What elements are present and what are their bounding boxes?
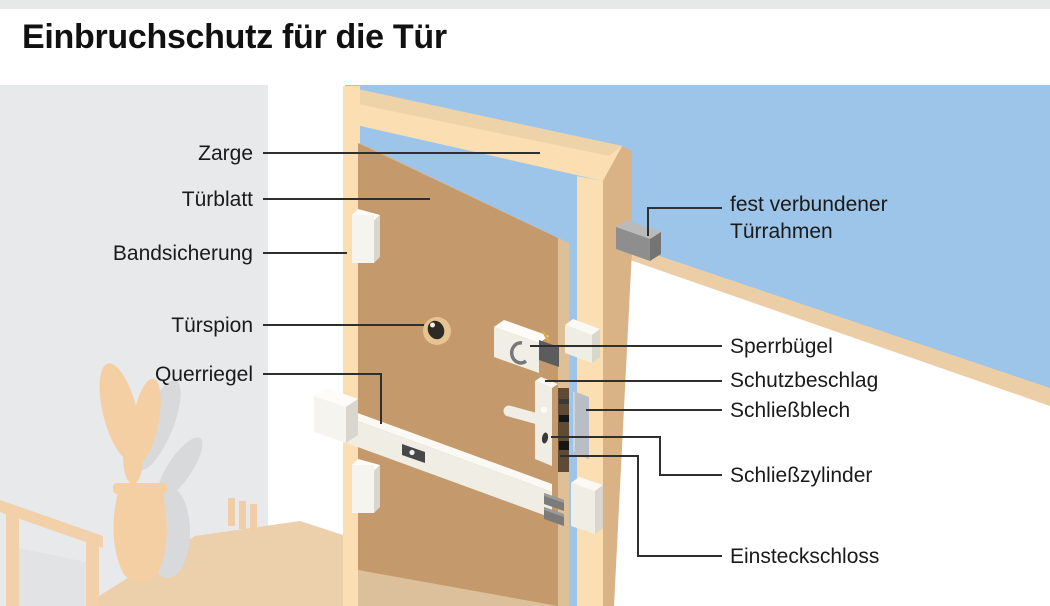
anchor-front <box>616 227 650 261</box>
peephole-tuerspion <box>423 317 451 345</box>
sperrbuegel-box-top <box>494 320 549 343</box>
vent-bar <box>239 501 246 529</box>
wall-vent <box>228 498 257 532</box>
bar-lock-front <box>314 396 346 443</box>
leader-querriegel <box>263 373 382 424</box>
cross-bar-querriegel <box>314 388 603 534</box>
thumb-turn <box>540 406 548 414</box>
fitting-front <box>535 381 552 466</box>
label-schliesszylinder: Schließzylinder <box>730 464 873 487</box>
keyhole-schliesszylinder <box>541 432 549 444</box>
table-leg <box>6 512 19 606</box>
plant-vase-rim <box>113 483 167 494</box>
lock-bolt <box>559 399 569 404</box>
label-sperrbuegel: Sperrbügel <box>730 335 833 358</box>
bar-lock-side <box>346 399 358 443</box>
leader-lines <box>263 152 722 557</box>
frame-anchor-block <box>616 220 661 261</box>
label-einsteckschloss: Einsteckschloss <box>730 545 880 568</box>
lock-bolt <box>559 441 569 450</box>
label-bandsicherung: Bandsicherung <box>112 242 253 265</box>
sperrbuegel-frame-box-front <box>565 325 592 363</box>
vent-bar <box>228 498 235 526</box>
wall-base-strip <box>630 246 1050 406</box>
sperrbuegel-box-front <box>494 327 539 373</box>
door-lock-edge <box>558 388 569 472</box>
strike-top <box>571 477 603 491</box>
table-shadow <box>19 548 86 606</box>
hinge-guard-upper <box>352 209 380 263</box>
hinge-front <box>352 465 374 513</box>
bar-lock-top <box>314 388 358 407</box>
door-handle <box>503 405 544 425</box>
plant-silhouette <box>99 363 203 582</box>
strike-side <box>595 485 603 534</box>
page-title: Einbruchschutz für die Tür <box>22 18 447 56</box>
label-tuerspion: Türspion <box>171 314 253 337</box>
hinge-guard-lower <box>352 459 380 513</box>
bar-bolt-top <box>544 507 564 517</box>
leader-einsteckschloss <box>560 455 722 557</box>
plant-leaf <box>123 432 143 484</box>
strike-front <box>571 483 595 534</box>
schutzbeschlag-fitting <box>503 377 558 466</box>
bar-strike-box <box>571 477 603 534</box>
leader-schliesszylinder <box>551 436 722 476</box>
frame-left-bar <box>343 86 360 606</box>
leader-tuerrahmen <box>647 207 722 236</box>
exterior-wall-blue <box>345 85 1050 390</box>
plant-vase <box>113 492 167 582</box>
lock-bolt <box>559 415 569 422</box>
table-silhouette <box>0 500 103 606</box>
label-zarge: Zarge <box>198 142 253 165</box>
sperrbuegel-frame-box-top <box>565 319 600 335</box>
door-top-edge <box>358 143 569 243</box>
anchor-top <box>616 220 661 239</box>
floor-wedge <box>358 570 558 606</box>
hinge-side <box>374 215 380 263</box>
bar-front <box>322 408 552 518</box>
strike-plate-schliessblech <box>573 391 589 459</box>
anchor-side <box>650 232 661 261</box>
table-leg <box>86 540 99 606</box>
frame-top-surface <box>343 86 622 156</box>
hinge-side <box>374 465 380 513</box>
label-querriegel: Querriegel <box>154 363 253 386</box>
sperrbuegel-pin <box>541 330 551 343</box>
label-schutzbeschlag: Schutzbeschlag <box>730 369 879 392</box>
bar-keyhole <box>409 449 415 456</box>
sperrbuegel-swing-bar <box>510 341 528 365</box>
fitting-top <box>535 377 558 388</box>
label-schliessblech: Schließblech <box>730 399 851 422</box>
vent-bar <box>250 504 257 532</box>
plant-shadow-leaf <box>157 437 203 499</box>
top-strip <box>0 0 1050 9</box>
bar-top <box>322 400 552 492</box>
frame-right-side <box>603 146 632 606</box>
frame-right-front <box>577 176 603 606</box>
hinge-front <box>352 215 374 263</box>
label-tuerrahmen: fest verbundener Türrahmen <box>730 193 888 243</box>
peephole-glint <box>430 322 435 328</box>
table-top <box>0 500 103 548</box>
bar-bolt-top <box>544 493 564 503</box>
label-tuerblatt: Türblatt <box>181 188 253 211</box>
